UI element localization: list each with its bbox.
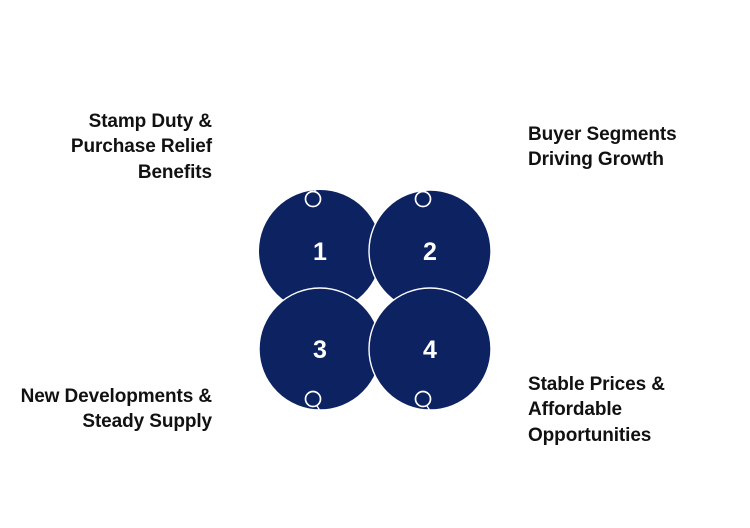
pin-circle-icon-2 bbox=[414, 182, 432, 208]
petal-label-3: New Developments & Steady Supply bbox=[20, 386, 213, 433]
pin-circle-icon-1 bbox=[304, 182, 322, 208]
petal-number-1: 1 bbox=[313, 238, 327, 266]
petal-number-3: 3 bbox=[313, 336, 327, 364]
petal-label-1: Stamp Duty & Purchase Relief Benefits bbox=[70, 111, 212, 183]
pin-circle-icon-3 bbox=[304, 390, 325, 418]
cluster-svg: 1 3 2 bbox=[258, 182, 492, 418]
petal-group-4[interactable]: 4 bbox=[368, 287, 492, 418]
petal-label-2: Buyer Segments Driving Growth bbox=[528, 124, 677, 171]
petal-number-2: 2 bbox=[423, 238, 437, 266]
petal-label-4: Stable Prices & Affordable Opportunities bbox=[528, 374, 665, 446]
petal-circle-1[interactable] bbox=[259, 190, 381, 312]
pin-circle-icon-4 bbox=[414, 390, 435, 418]
petal-group-3[interactable]: 3 bbox=[258, 287, 382, 418]
petal-number-4: 4 bbox=[423, 336, 437, 364]
petal-group-1[interactable]: 1 bbox=[259, 182, 381, 312]
four-circle-cluster: 1 3 2 bbox=[252, 182, 500, 418]
